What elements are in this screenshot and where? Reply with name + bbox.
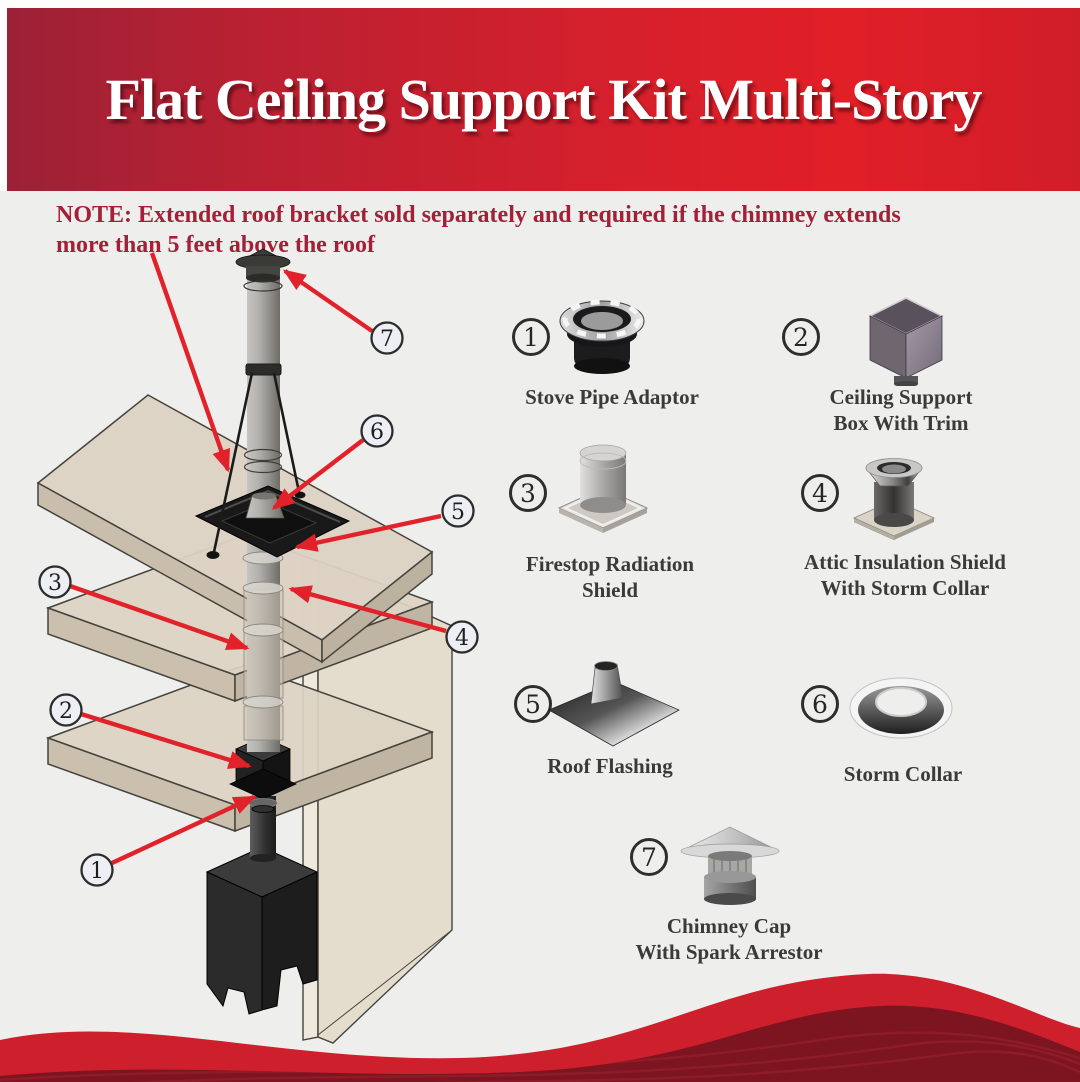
- svg-text:5: 5: [451, 500, 465, 525]
- diagram-callout-1: 1: [80, 853, 114, 887]
- part-5-label: Roof Flashing: [547, 754, 673, 778]
- diagram-callout-7: 7: [370, 321, 404, 355]
- top-margin: [0, 0, 1080, 8]
- part-2-number: 2: [782, 318, 820, 356]
- footer-wave-dark: [0, 1005, 1080, 1082]
- left-margin: [0, 0, 7, 191]
- part-6-label: Storm Collar: [843, 762, 963, 786]
- callout-circles: 7 6 5 4 3 2 1: [38, 321, 479, 887]
- svg-text:4: 4: [455, 626, 469, 651]
- part-1-label: Stove Pipe Adaptor: [525, 385, 699, 409]
- chimney-cap-image: [680, 826, 780, 905]
- arrow-7: [282, 269, 374, 333]
- svg-text:2: 2: [59, 699, 73, 724]
- svg-text:1: 1: [90, 859, 104, 884]
- arrow-3: [69, 583, 250, 651]
- ceiling-support-box-image: [868, 297, 944, 386]
- part-7-label: Chimney Cap With Spark Arrestor: [635, 914, 823, 964]
- part-1-number: 1: [512, 318, 550, 356]
- arrow-5: [294, 513, 442, 552]
- part-3-number: 3: [509, 474, 547, 512]
- title-banner: Flat Ceiling Support Kit Multi-Story: [7, 8, 1080, 191]
- firestop-radiation-shield-image: [557, 444, 649, 533]
- diagram-callout-2: 2: [49, 693, 83, 727]
- storm-collar-image: [849, 677, 953, 739]
- note-text: NOTE: Extended roof bracket sold separat…: [56, 200, 1036, 260]
- footer-wave-striations: [0, 1031, 1080, 1082]
- part-4-label: Attic Insulation Shield With Storm Colla…: [804, 550, 1006, 600]
- roof-bracket: [206, 363, 306, 559]
- attic-insulation-shield-image: [852, 458, 936, 540]
- part-3-label: Firestop Radiation Shield: [525, 552, 695, 602]
- callout-arrows: [69, 252, 447, 865]
- floor-slab-lower: [45, 664, 435, 833]
- note-line-2: more than 5 feet above the roof: [56, 232, 376, 258]
- footer-wave: [0, 973, 1080, 1082]
- diagram-callout-3: 3: [38, 565, 72, 599]
- page-title: Flat Ceiling Support Kit Multi-Story: [105, 67, 983, 132]
- part-2-label: Ceiling Support Box With Trim: [829, 385, 973, 435]
- arrow-4: [288, 585, 447, 634]
- note-arrow: [149, 252, 231, 473]
- arrow-1: [111, 795, 257, 865]
- chimney-cap-installed: [235, 248, 291, 292]
- part-7-number: 7: [630, 838, 668, 876]
- svg-text:6: 6: [370, 420, 384, 445]
- part-6-number: 6: [801, 685, 839, 723]
- wood-stove: [205, 846, 319, 1015]
- part-4-number: 4: [801, 474, 839, 512]
- roof-flashing-image: [548, 661, 680, 747]
- part-5-number: 5: [514, 685, 552, 723]
- note-line-1: NOTE: Extended roof bracket sold separat…: [56, 202, 901, 228]
- stove-pipe-adaptor-image: [559, 299, 645, 374]
- arrow-2: [80, 711, 252, 769]
- svg-text:7: 7: [380, 327, 394, 352]
- diagram-callout-6: 6: [360, 414, 394, 448]
- diagram-callout-4: 4: [445, 620, 479, 654]
- diagram-callout-5: 5: [441, 494, 475, 528]
- installation-diagram: 7 6 5 4 3 2 1: [36, 248, 479, 1044]
- arrow-6: [271, 438, 365, 510]
- svg-text:3: 3: [48, 571, 62, 596]
